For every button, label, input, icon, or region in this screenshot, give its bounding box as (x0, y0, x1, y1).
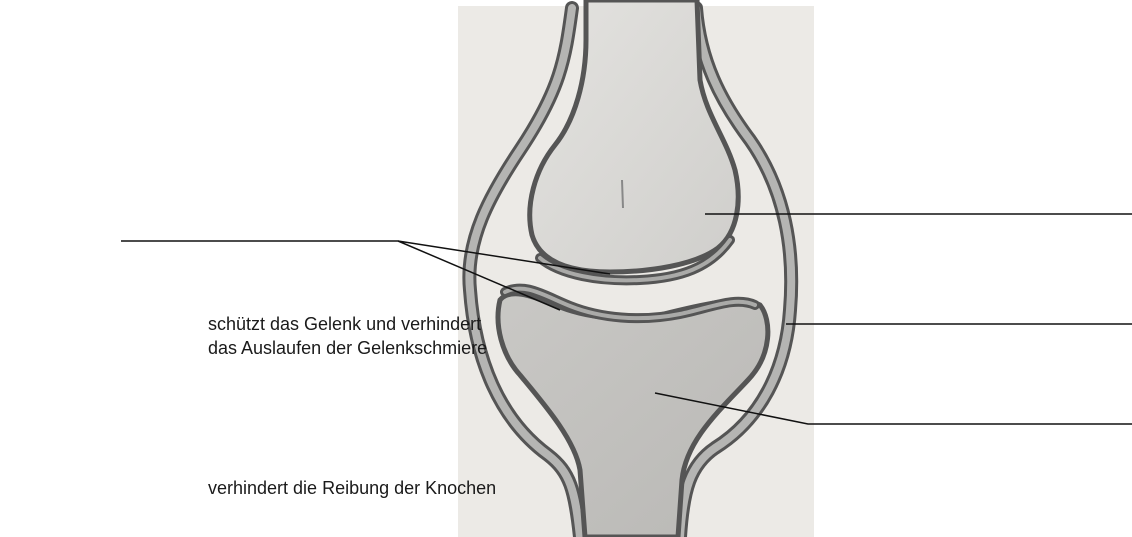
cartilage-caption: verhindert die Reibung der Knochen (208, 476, 496, 500)
capsule-caption-line-2: das Auslaufen der Gelenkschmiere (208, 336, 487, 360)
capsule-caption: schützt das Gelenk und verhindert das Au… (208, 312, 487, 360)
capsule-caption-line-1: schützt das Gelenk und verhindert (208, 312, 487, 336)
bone-marking (622, 180, 623, 208)
